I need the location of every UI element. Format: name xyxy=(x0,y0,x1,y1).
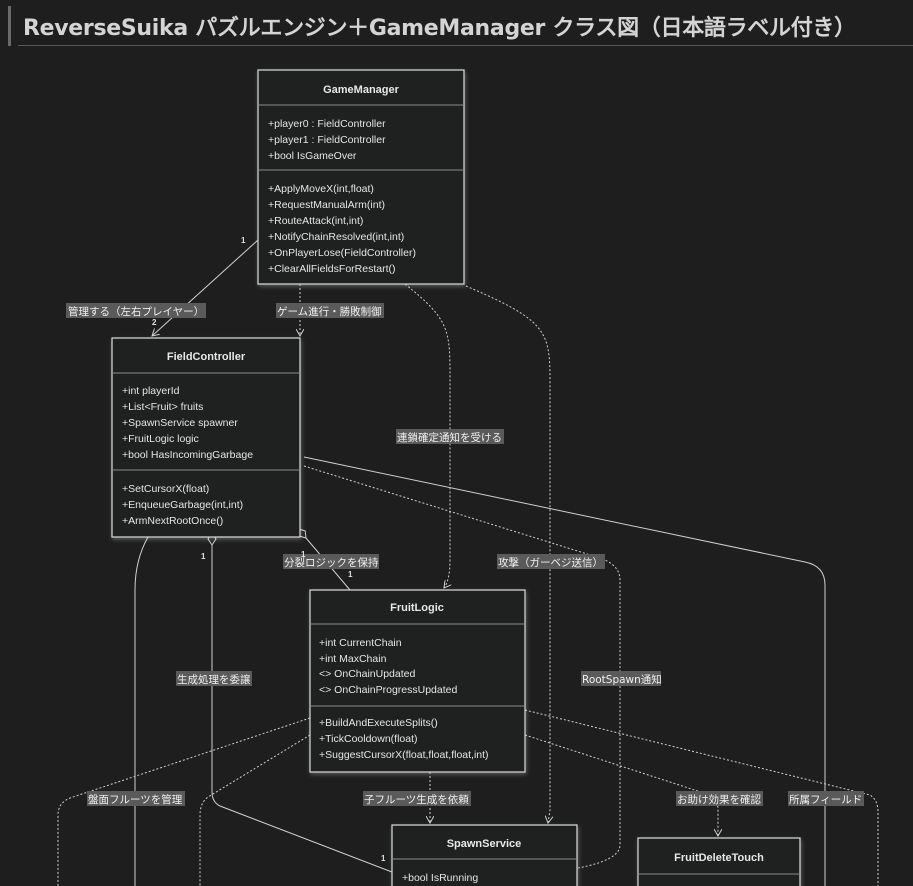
method: +TickCooldown(float) xyxy=(319,733,418,745)
edge-delegate-spawn xyxy=(207,532,393,873)
edge-label: お助け効果を確認 xyxy=(677,793,761,806)
edge-label: 連鎖確定通知を受ける xyxy=(397,431,502,444)
class-name: FruitLogic xyxy=(390,602,444,614)
edge-fl-down-left xyxy=(199,734,311,886)
edge-labels: 管理する（左右プレイヤー） ゲーム進行・勝敗制御 連鎖確定通知を受ける 攻撃（ガ… xyxy=(66,303,864,806)
method: +ApplyMoveX(int,float) xyxy=(268,183,374,195)
edge-attack xyxy=(303,465,621,869)
multiplicity: 1 xyxy=(201,552,206,561)
method: +EnqueueGarbage(int,int) xyxy=(122,499,243,511)
attribute: +player1 : FieldController xyxy=(268,134,386,146)
attribute: +bool HasIncomingGarbage xyxy=(122,449,253,461)
diagram-title-bar: ReverseSuika パズルエンジン＋GameManager クラス図（日本… xyxy=(8,6,913,46)
method: +RequestManualArm(int) xyxy=(268,199,385,211)
method: +SetCursorX(float) xyxy=(122,483,209,495)
attribute: <> OnChainUpdated xyxy=(319,668,415,680)
attribute: +bool IsGameOver xyxy=(268,150,357,162)
method: +RouteAttack(int,int) xyxy=(268,215,363,227)
diagram-title: ReverseSuika パズルエンジン＋GameManager クラス図（日本… xyxy=(23,16,856,41)
edge-board-fruits xyxy=(57,717,311,886)
edge-chain-notify xyxy=(404,283,450,588)
class-fruit-logic[interactable]: FruitLogic +int CurrentChain +int MaxCha… xyxy=(309,589,526,773)
edge-helper-effect xyxy=(524,734,718,836)
edge-fruits-list xyxy=(134,536,149,886)
method: +NotifyChainResolved(int,int) xyxy=(268,231,404,243)
method: +ClearAllFieldsForRestart() xyxy=(268,263,396,275)
class-name: FieldController xyxy=(167,351,246,363)
multiplicity: 1 xyxy=(348,570,353,579)
edge-label: 攻撃（ガーベジ送信） xyxy=(498,556,603,569)
method: +SuggestCursorX(float,float,float,int) xyxy=(319,749,489,761)
edge-label: 生成処理を委譲 xyxy=(177,673,251,686)
edge-label: 盤面フルーツを管理 xyxy=(88,793,183,806)
edge-label: 所属フィールド xyxy=(789,794,862,806)
edge-label: 分裂ロジックを保持 xyxy=(284,556,379,569)
multiplicities: 1 2 1 1 1 1 xyxy=(152,236,386,863)
attribute: +int MaxChain xyxy=(319,653,387,665)
attribute: <> OnChainProgressUpdated xyxy=(319,684,457,696)
multiplicity: 1 xyxy=(241,236,246,245)
relation-lines xyxy=(57,239,879,886)
multiplicity: 2 xyxy=(152,318,157,327)
edge-manages-players xyxy=(152,239,259,336)
edge-label: ゲーム進行・勝敗制御 xyxy=(277,305,382,318)
title-divider xyxy=(18,45,913,46)
method: +OnPlayerLose(FieldController) xyxy=(268,247,416,259)
class-name: GameManager xyxy=(323,84,400,96)
class-name: FruitDeleteTouch xyxy=(674,852,764,864)
attribute: +SpawnService spawner xyxy=(122,417,238,429)
attribute: +bool IsRunning xyxy=(402,872,478,884)
method: +BuildAndExecuteSplits() xyxy=(319,717,438,729)
edge-owner-field xyxy=(524,709,879,886)
attribute: +int CurrentChain xyxy=(319,637,402,649)
attribute: +List<Fruit> fruits xyxy=(122,401,203,413)
edge-label: 管理する（左右プレイヤー） xyxy=(68,305,204,318)
attribute: +FruitLogic logic xyxy=(122,433,199,445)
attribute: +int playerId xyxy=(122,385,180,397)
edge-owner-field-back xyxy=(303,456,826,886)
edge-label: RootSpawn通知 xyxy=(582,673,662,686)
class-field-controller[interactable]: FieldController +int playerId +List<Frui… xyxy=(111,337,301,538)
edge-label: 子フルーツ生成を依頼 xyxy=(364,793,469,806)
class-game-manager[interactable]: GameManager +player0 : FieldController +… xyxy=(257,69,465,285)
class-spawn-service[interactable]: SpawnService +bool IsRunning xyxy=(391,824,578,886)
multiplicity: 1 xyxy=(381,854,386,863)
multiplicity: 1 xyxy=(301,550,306,559)
class-name: SpawnService xyxy=(447,838,522,850)
class-fruit-delete-touch[interactable]: FruitDeleteTouch xyxy=(637,837,801,886)
attribute: +player0 : FieldController xyxy=(268,118,386,130)
method: +ArmNextRootOnce() xyxy=(122,515,223,527)
